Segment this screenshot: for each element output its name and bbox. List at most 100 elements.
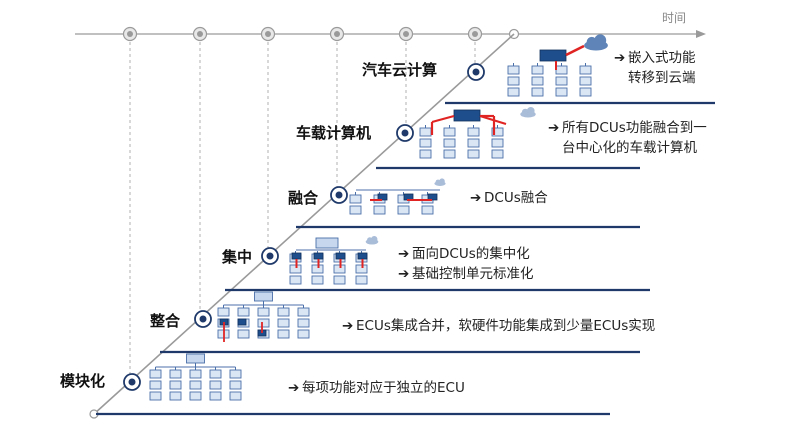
module-box xyxy=(169,380,182,390)
module-box xyxy=(531,65,544,75)
axis-tick-dot xyxy=(197,31,203,37)
axis-tick-dot xyxy=(334,31,340,37)
cloud-part xyxy=(435,179,441,185)
cloud-icon xyxy=(584,34,608,51)
module-box xyxy=(297,329,310,339)
module-box xyxy=(189,391,202,401)
module-box xyxy=(209,391,222,401)
stage-node-dot xyxy=(401,129,409,137)
cloud-part xyxy=(521,108,529,116)
module-box xyxy=(507,65,520,75)
module-box xyxy=(349,205,362,215)
stair-diagonal xyxy=(93,33,515,415)
module-box xyxy=(209,369,222,379)
stage-label-vehicle-computer: 车载计算机 xyxy=(296,124,371,142)
cloud-icon xyxy=(520,107,536,118)
stage-label-centralization: 集中 xyxy=(221,248,252,266)
stage-node-dot xyxy=(128,378,136,386)
stage-label-fusion: 融合 xyxy=(288,189,319,207)
module-box xyxy=(229,380,242,390)
controller-chip xyxy=(313,252,324,260)
module-box xyxy=(257,318,270,328)
time-axis-arrowhead xyxy=(696,30,706,38)
module-box xyxy=(333,275,346,285)
cloud-part xyxy=(439,178,445,184)
controller-chip xyxy=(357,252,368,260)
stage-label-car-cloud-computing: 汽车云计算 xyxy=(362,61,437,79)
module-box xyxy=(531,87,544,97)
module-box xyxy=(467,149,480,159)
module-box xyxy=(189,380,202,390)
time-axis-label: 时间 xyxy=(662,11,686,25)
stage-label-integration: 整合 xyxy=(150,312,181,330)
module-box xyxy=(443,127,456,137)
module-box xyxy=(209,380,222,390)
cloud-part xyxy=(367,237,373,243)
connector-line xyxy=(431,114,455,124)
module-box xyxy=(297,318,310,328)
architecture-icons xyxy=(149,34,608,401)
module-box xyxy=(419,138,432,148)
module-box xyxy=(257,307,270,317)
stage-descriptions: ➔ 每项功能对应于独立的ECU ➔ ECUs集成合并，软硬件功能集成到少量ECU… xyxy=(288,50,707,396)
module-box xyxy=(355,275,368,285)
stage-node-dot xyxy=(335,191,343,199)
module-box xyxy=(555,65,568,75)
module-box xyxy=(555,76,568,86)
stage-node-dot xyxy=(266,252,274,260)
module-box xyxy=(229,391,242,401)
module-box xyxy=(419,149,432,159)
arrow-icon: ➔ xyxy=(548,120,559,136)
module-box xyxy=(189,369,202,379)
module-box xyxy=(237,307,250,317)
module-box xyxy=(186,353,205,364)
module-box xyxy=(237,329,250,339)
module-box xyxy=(579,87,592,97)
axis-tick-dot xyxy=(265,31,271,37)
desc-vehicle-computer-1: 所有DCUs功能融合到一 xyxy=(562,120,707,136)
cloud-part xyxy=(371,235,378,243)
cloud-part xyxy=(594,34,607,47)
module-box xyxy=(579,76,592,86)
stage-node-dot xyxy=(472,68,480,76)
module-box xyxy=(491,149,504,159)
module-box xyxy=(349,194,362,204)
module-box xyxy=(149,391,162,401)
desc-cloud-2: 转移到云端 xyxy=(628,70,696,86)
module-box xyxy=(149,369,162,379)
module-box xyxy=(254,291,273,302)
evolution-staircase xyxy=(89,33,715,419)
connector-line xyxy=(479,114,507,126)
axis-tick-dot xyxy=(403,31,409,37)
controller-chip xyxy=(335,252,346,260)
arrow-icon: ➔ xyxy=(342,318,353,334)
module-box xyxy=(289,275,302,285)
module-box xyxy=(507,87,520,97)
module-box xyxy=(217,307,230,317)
module-box xyxy=(277,318,290,328)
module-box xyxy=(507,76,520,86)
module-box xyxy=(555,87,568,97)
desc-integration: ECUs集成合并，软硬件功能集成到少量ECUs实现 xyxy=(356,318,655,334)
module-box xyxy=(443,138,456,148)
module-box xyxy=(421,205,434,215)
axis-tick-dot xyxy=(472,31,478,37)
controller-chip xyxy=(237,318,247,326)
module-box xyxy=(277,307,290,317)
controller-chip xyxy=(427,193,438,201)
module-box xyxy=(491,127,504,137)
module-box xyxy=(169,369,182,379)
cloud-part xyxy=(526,107,535,115)
desc-centralization-2: 基础控制单元标准化 xyxy=(412,265,534,282)
module-box xyxy=(373,205,386,215)
arrow-icon: ➔ xyxy=(398,246,409,262)
module-box xyxy=(443,149,456,159)
cloud-icon xyxy=(434,178,446,186)
module-box xyxy=(277,329,290,339)
axis-tick-dot xyxy=(127,31,133,37)
arrow-icon: ➔ xyxy=(470,190,481,206)
module-box xyxy=(397,205,410,215)
stage-node-dot xyxy=(199,315,207,323)
module-box xyxy=(229,369,242,379)
